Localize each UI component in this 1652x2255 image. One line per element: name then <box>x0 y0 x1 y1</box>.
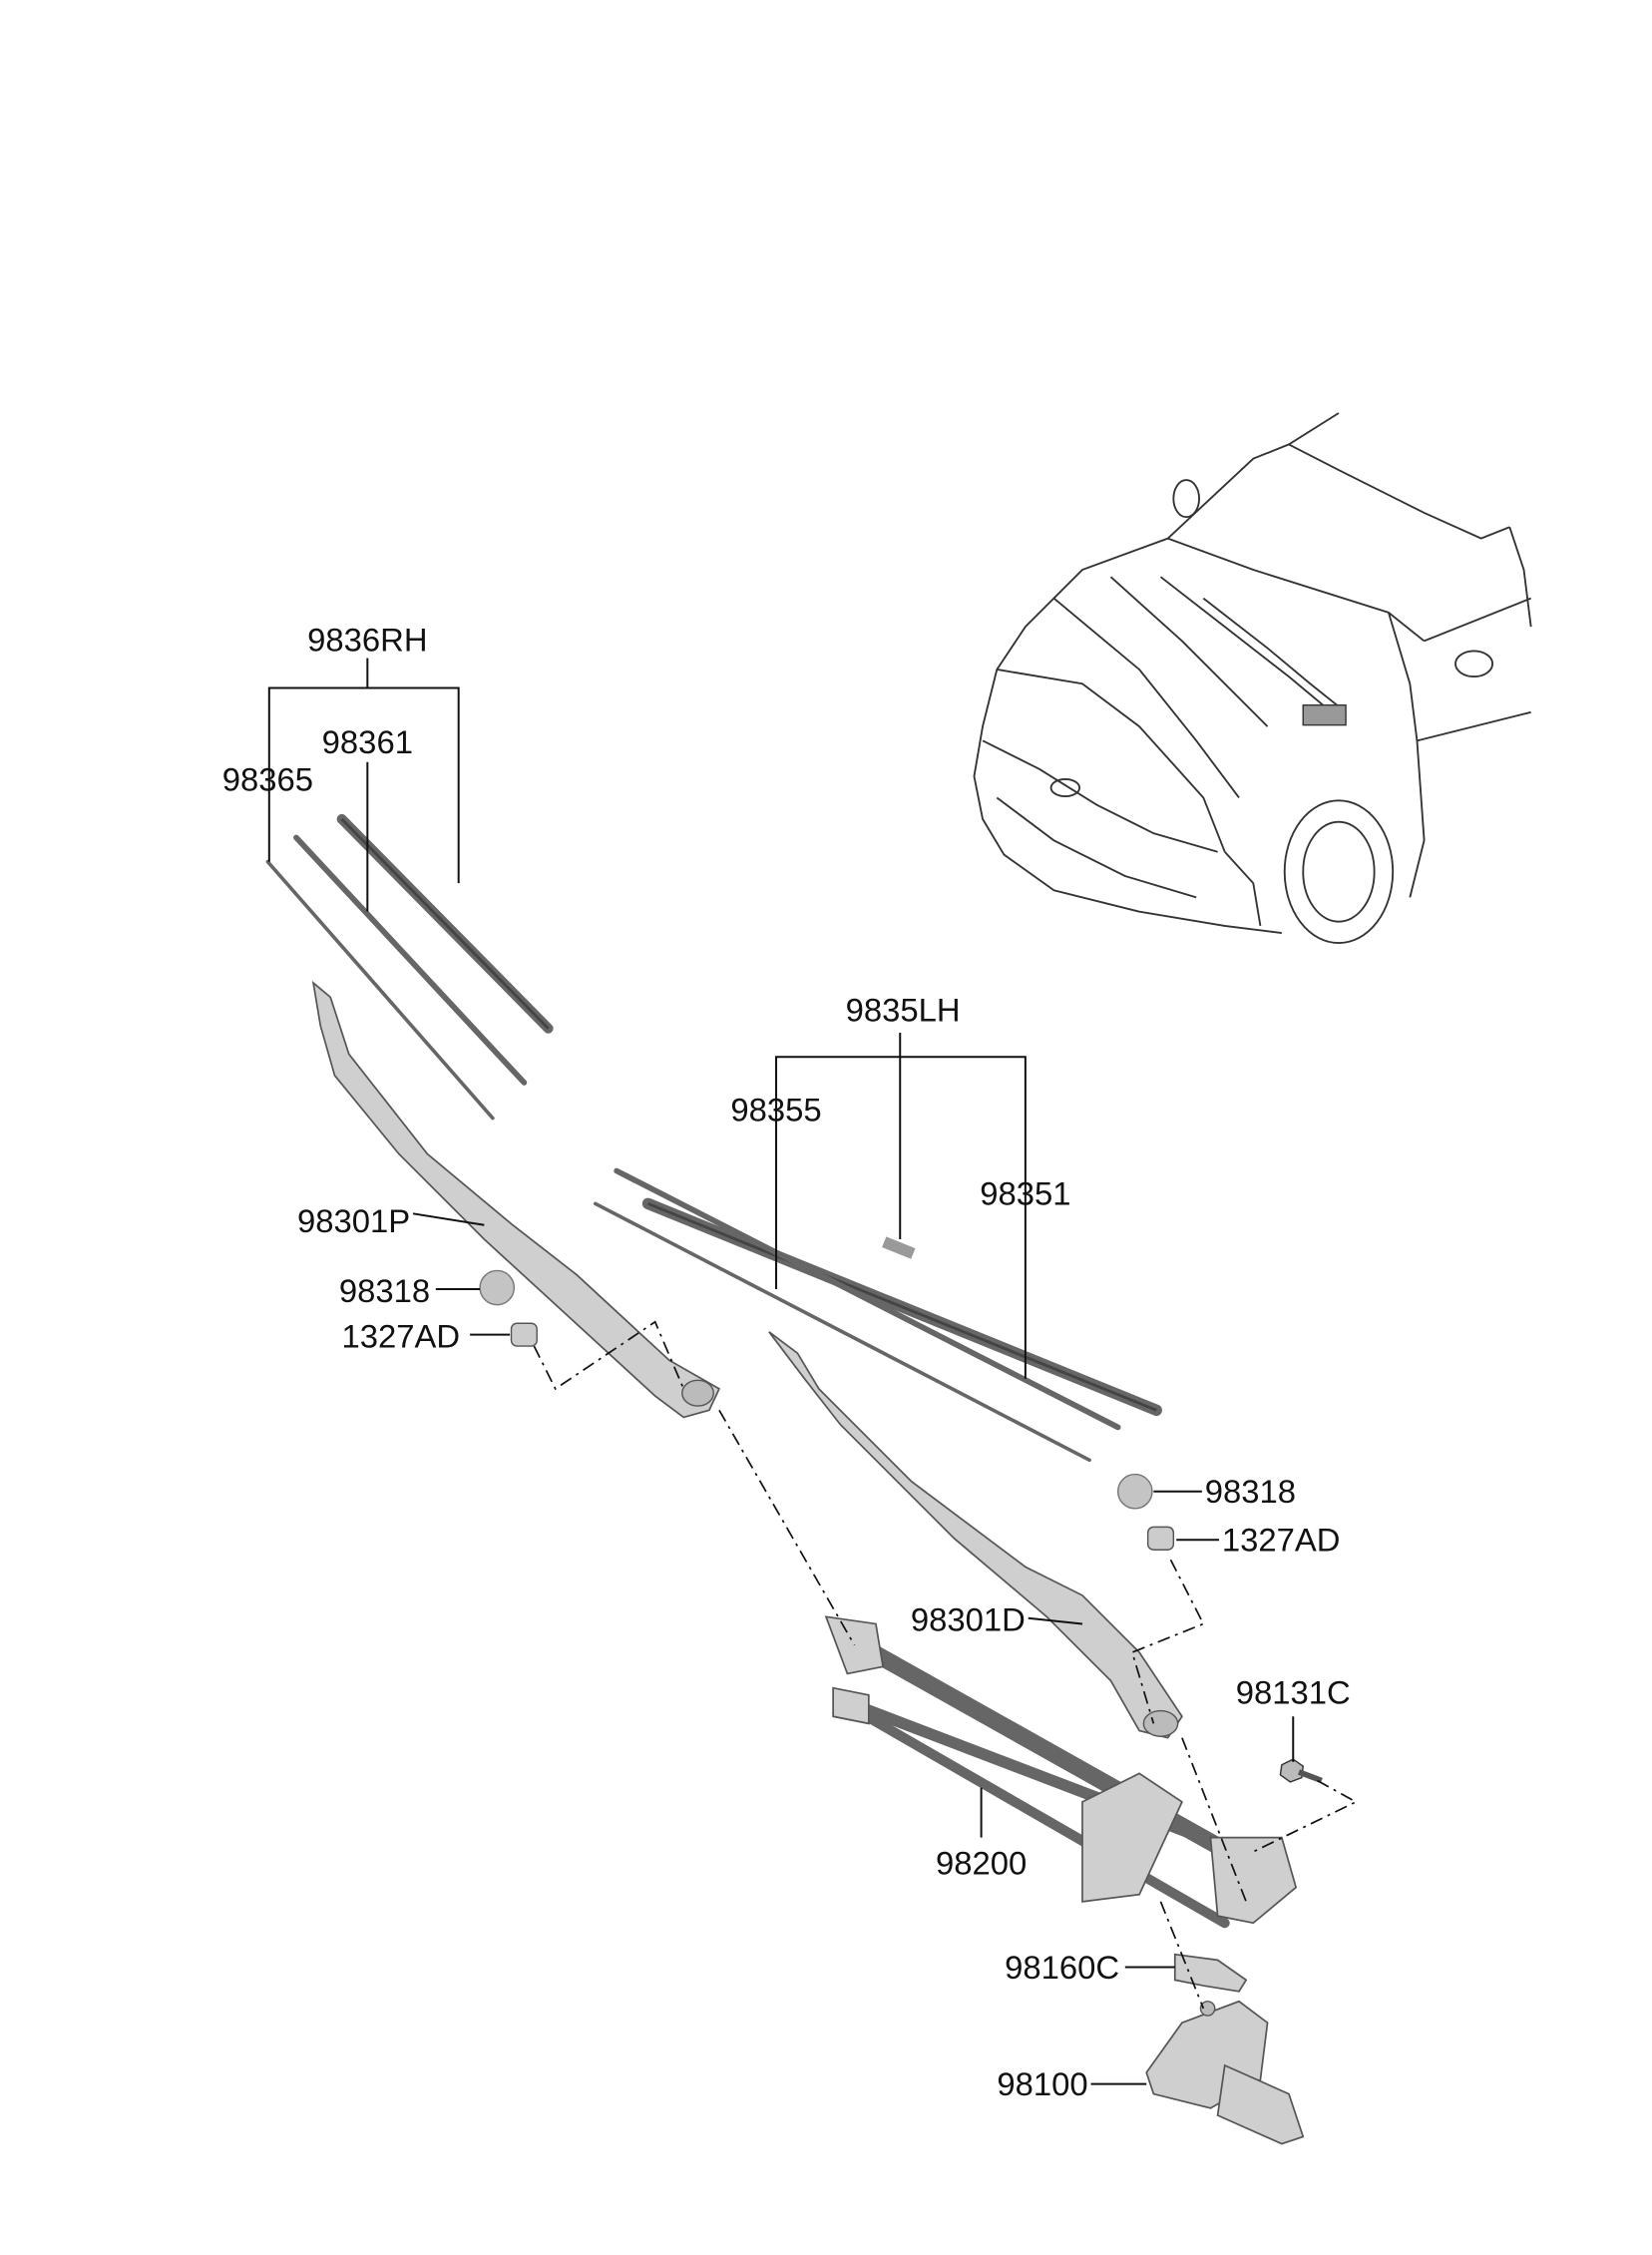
label-98301P: 98301P <box>297 1202 410 1239</box>
label-98318-right: 98318 <box>1205 1473 1296 1510</box>
nut-right[interactable] <box>1146 1526 1175 1551</box>
label-98100: 98100 <box>997 2065 1087 2102</box>
label-9835LH: 9835LH <box>846 992 961 1029</box>
lh-refill-98355[interactable] <box>593 1201 1091 1463</box>
label-1327AD-right: 1327AD <box>1222 1522 1341 1559</box>
cap-right[interactable] <box>1116 1473 1153 1510</box>
car-illustration <box>973 412 1532 944</box>
rh-wiper-blade-98361[interactable] <box>336 813 554 1034</box>
rh-refill-strip[interactable] <box>293 834 528 1086</box>
label-98200: 98200 <box>936 1845 1027 1882</box>
label-9836RH: 9836RH <box>307 621 427 658</box>
wiper-motor[interactable] <box>1145 2000 1305 2145</box>
passenger-wiper-arm[interactable] <box>311 980 721 1419</box>
label-98351: 98351 <box>980 1175 1070 1212</box>
label-98131C: 98131C <box>1236 1673 1351 1710</box>
cap-left[interactable] <box>479 1269 516 1306</box>
crank-arm-98160C[interactable] <box>1173 1953 1248 1993</box>
label-98365: 98365 <box>222 760 313 797</box>
nut-left[interactable] <box>510 1322 538 1347</box>
label-98355: 98355 <box>730 1092 821 1128</box>
label-98318-left: 98318 <box>339 1272 430 1309</box>
rh-refill-98365[interactable] <box>265 859 495 1121</box>
lh-refill-strip[interactable] <box>614 1167 1121 1431</box>
label-1327AD-left: 1327AD <box>341 1318 460 1355</box>
wiper-linkage[interactable] <box>824 1615 1298 1929</box>
bolt-98131C[interactable] <box>1279 1758 1323 1784</box>
lh-wiper-blade-98351[interactable] <box>641 1197 1162 1417</box>
arm-pivot <box>1142 1709 1179 1737</box>
label-98160C: 98160C <box>1005 1949 1119 1986</box>
arm-pivot <box>681 1379 714 1407</box>
label-98301D: 98301D <box>911 1601 1026 1638</box>
label-98361: 98361 <box>322 723 413 760</box>
